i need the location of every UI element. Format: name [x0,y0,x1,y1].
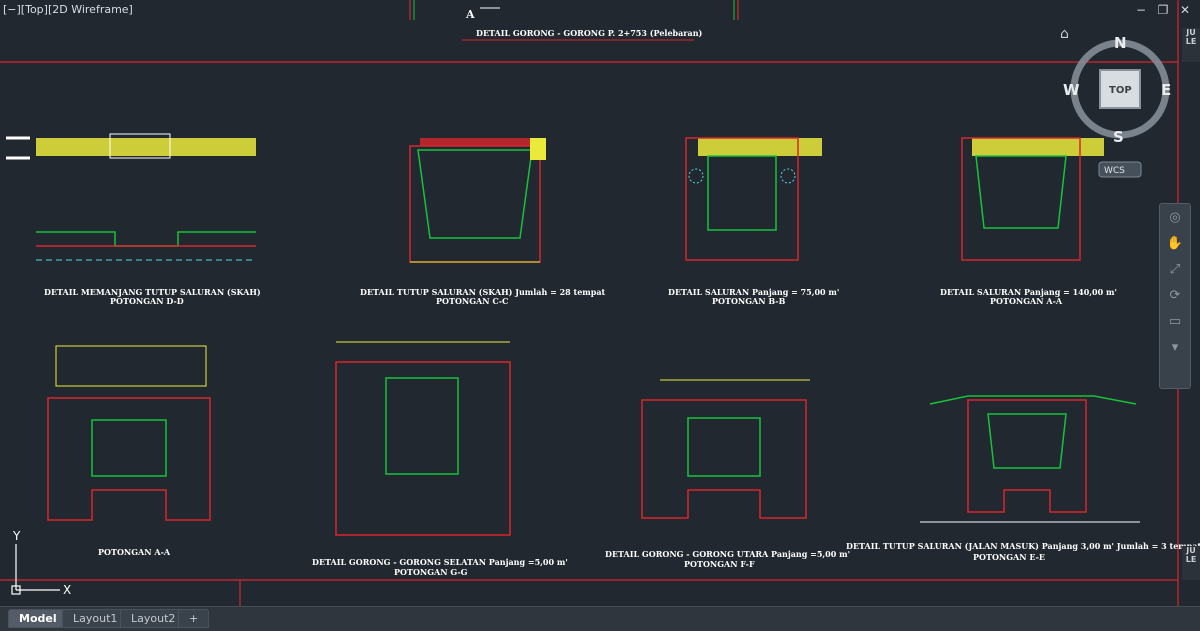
close-icon[interactable]: ✕ [1179,3,1191,17]
ucs-y-label: Y [12,529,21,543]
top-detail-stub [413,0,735,20]
caption-g-g-sub: POTONGAN G-G [394,567,468,577]
showmotion-icon[interactable]: ▭ [1168,313,1182,329]
caption-a-a-sub: POTONGAN A-A [990,296,1063,306]
detail-e-e [920,395,1140,523]
caption-d-d-sub: POTONGAN D-D [110,296,184,306]
side-tab-top-label1: JU [1186,28,1196,37]
caption-a-a-title: DETAIL SALURAN Panjang = 140,00 m' [940,287,1117,297]
home-icon[interactable]: ⌂ [1060,26,1069,42]
orbit-icon[interactable]: ⟳ [1169,287,1181,303]
viewcube-top-face[interactable]: TOP [1109,85,1132,96]
tab-layout2[interactable]: Layout2 [120,609,187,628]
detail-f-f [641,379,810,519]
viewport-controls-label[interactable]: [−][Top][2D Wireframe] [3,3,133,16]
caption-g-g-title: DETAIL GORONG - GORONG SELATAN Panjang =… [312,557,568,567]
caption-f-f-title: DETAIL GORONG - GORONG UTARA Panjang =5,… [605,549,850,559]
viewport-window-controls: − ❐ ✕ [1134,3,1192,17]
navigation-bar: ◎ ✋ ⤢ ⟳ ▭ ▾ [1159,203,1191,389]
cad-drawing[interactable]: A DETAIL GORONG - GORONG P. 2+753 (Peleb… [0,0,1200,606]
caption-c-c-title: DETAIL TUTUP SALURAN (SKAH) Jumlah = 28 … [360,287,606,297]
add-layout-button[interactable]: + [178,609,210,628]
compass-north[interactable]: N [1114,34,1127,52]
layout-tab-bar: Model Layout1 Layout2 + [0,606,1200,631]
drawing-viewport[interactable]: A DETAIL GORONG - GORONG P. 2+753 (Peleb… [0,0,1200,606]
navbar-menu-icon[interactable]: ▾ [1171,339,1179,355]
side-tab-top[interactable]: JU LE [1182,28,1200,62]
side-tab-bottom[interactable]: JU LE [1182,546,1200,580]
detail-c-c [409,138,546,263]
compass-south[interactable]: S [1113,128,1124,146]
compass-east[interactable]: E [1161,81,1171,99]
detail-a-a-bottom [47,345,211,521]
ucs-icon [11,544,60,595]
top-detail-title: DETAIL GORONG - GORONG P. 2+753 (Pelebar… [476,28,703,38]
compass-west[interactable]: W [1063,81,1080,99]
wcs-menu[interactable]: WCS [1104,166,1125,176]
tab-layout1[interactable]: Layout1 [62,609,129,628]
caption-f-f-sub: POTONGAN F-F [684,559,755,569]
side-tab-bottom-label2: LE [1185,555,1197,564]
caption-e-e-sub: POTONGAN E-E [973,552,1045,562]
side-tab-top-label2: LE [1185,37,1197,46]
caption-b-b-sub: POTONGAN B-B [712,296,786,306]
detail-g-g [335,341,511,536]
detail-d-d [6,133,256,261]
caption-e-e-title: DETAIL TUTUP SALURAN (JALAN MASUK) Panja… [846,541,1200,551]
minimize-icon[interactable]: − [1135,3,1147,17]
steering-wheel-icon[interactable]: ◎ [1169,209,1181,225]
viewcube[interactable]: TOP N S E W WCS ⌂ [1060,26,1171,178]
detail-b-b [685,137,822,261]
restore-icon[interactable]: ❐ [1157,3,1169,17]
caption-a-a-bottom: POTONGAN A-A [98,547,171,557]
ucs-x-label: X [63,583,71,597]
section-marker-a: A [465,8,475,21]
zoom-extents-icon[interactable]: ⤢ [1169,261,1181,277]
caption-b-b-title: DETAIL SALURAN Panjang = 75,00 m' [668,287,839,297]
detail-a-a-top [961,137,1104,261]
caption-c-c-sub: POTONGAN C-C [436,296,508,306]
pan-icon[interactable]: ✋ [1166,235,1184,251]
side-tab-bottom-label1: JU [1186,546,1196,555]
caption-d-d-title: DETAIL MEMANJANG TUTUP SALURAN (SKAH) [44,287,261,297]
tab-model[interactable]: Model [8,609,68,628]
